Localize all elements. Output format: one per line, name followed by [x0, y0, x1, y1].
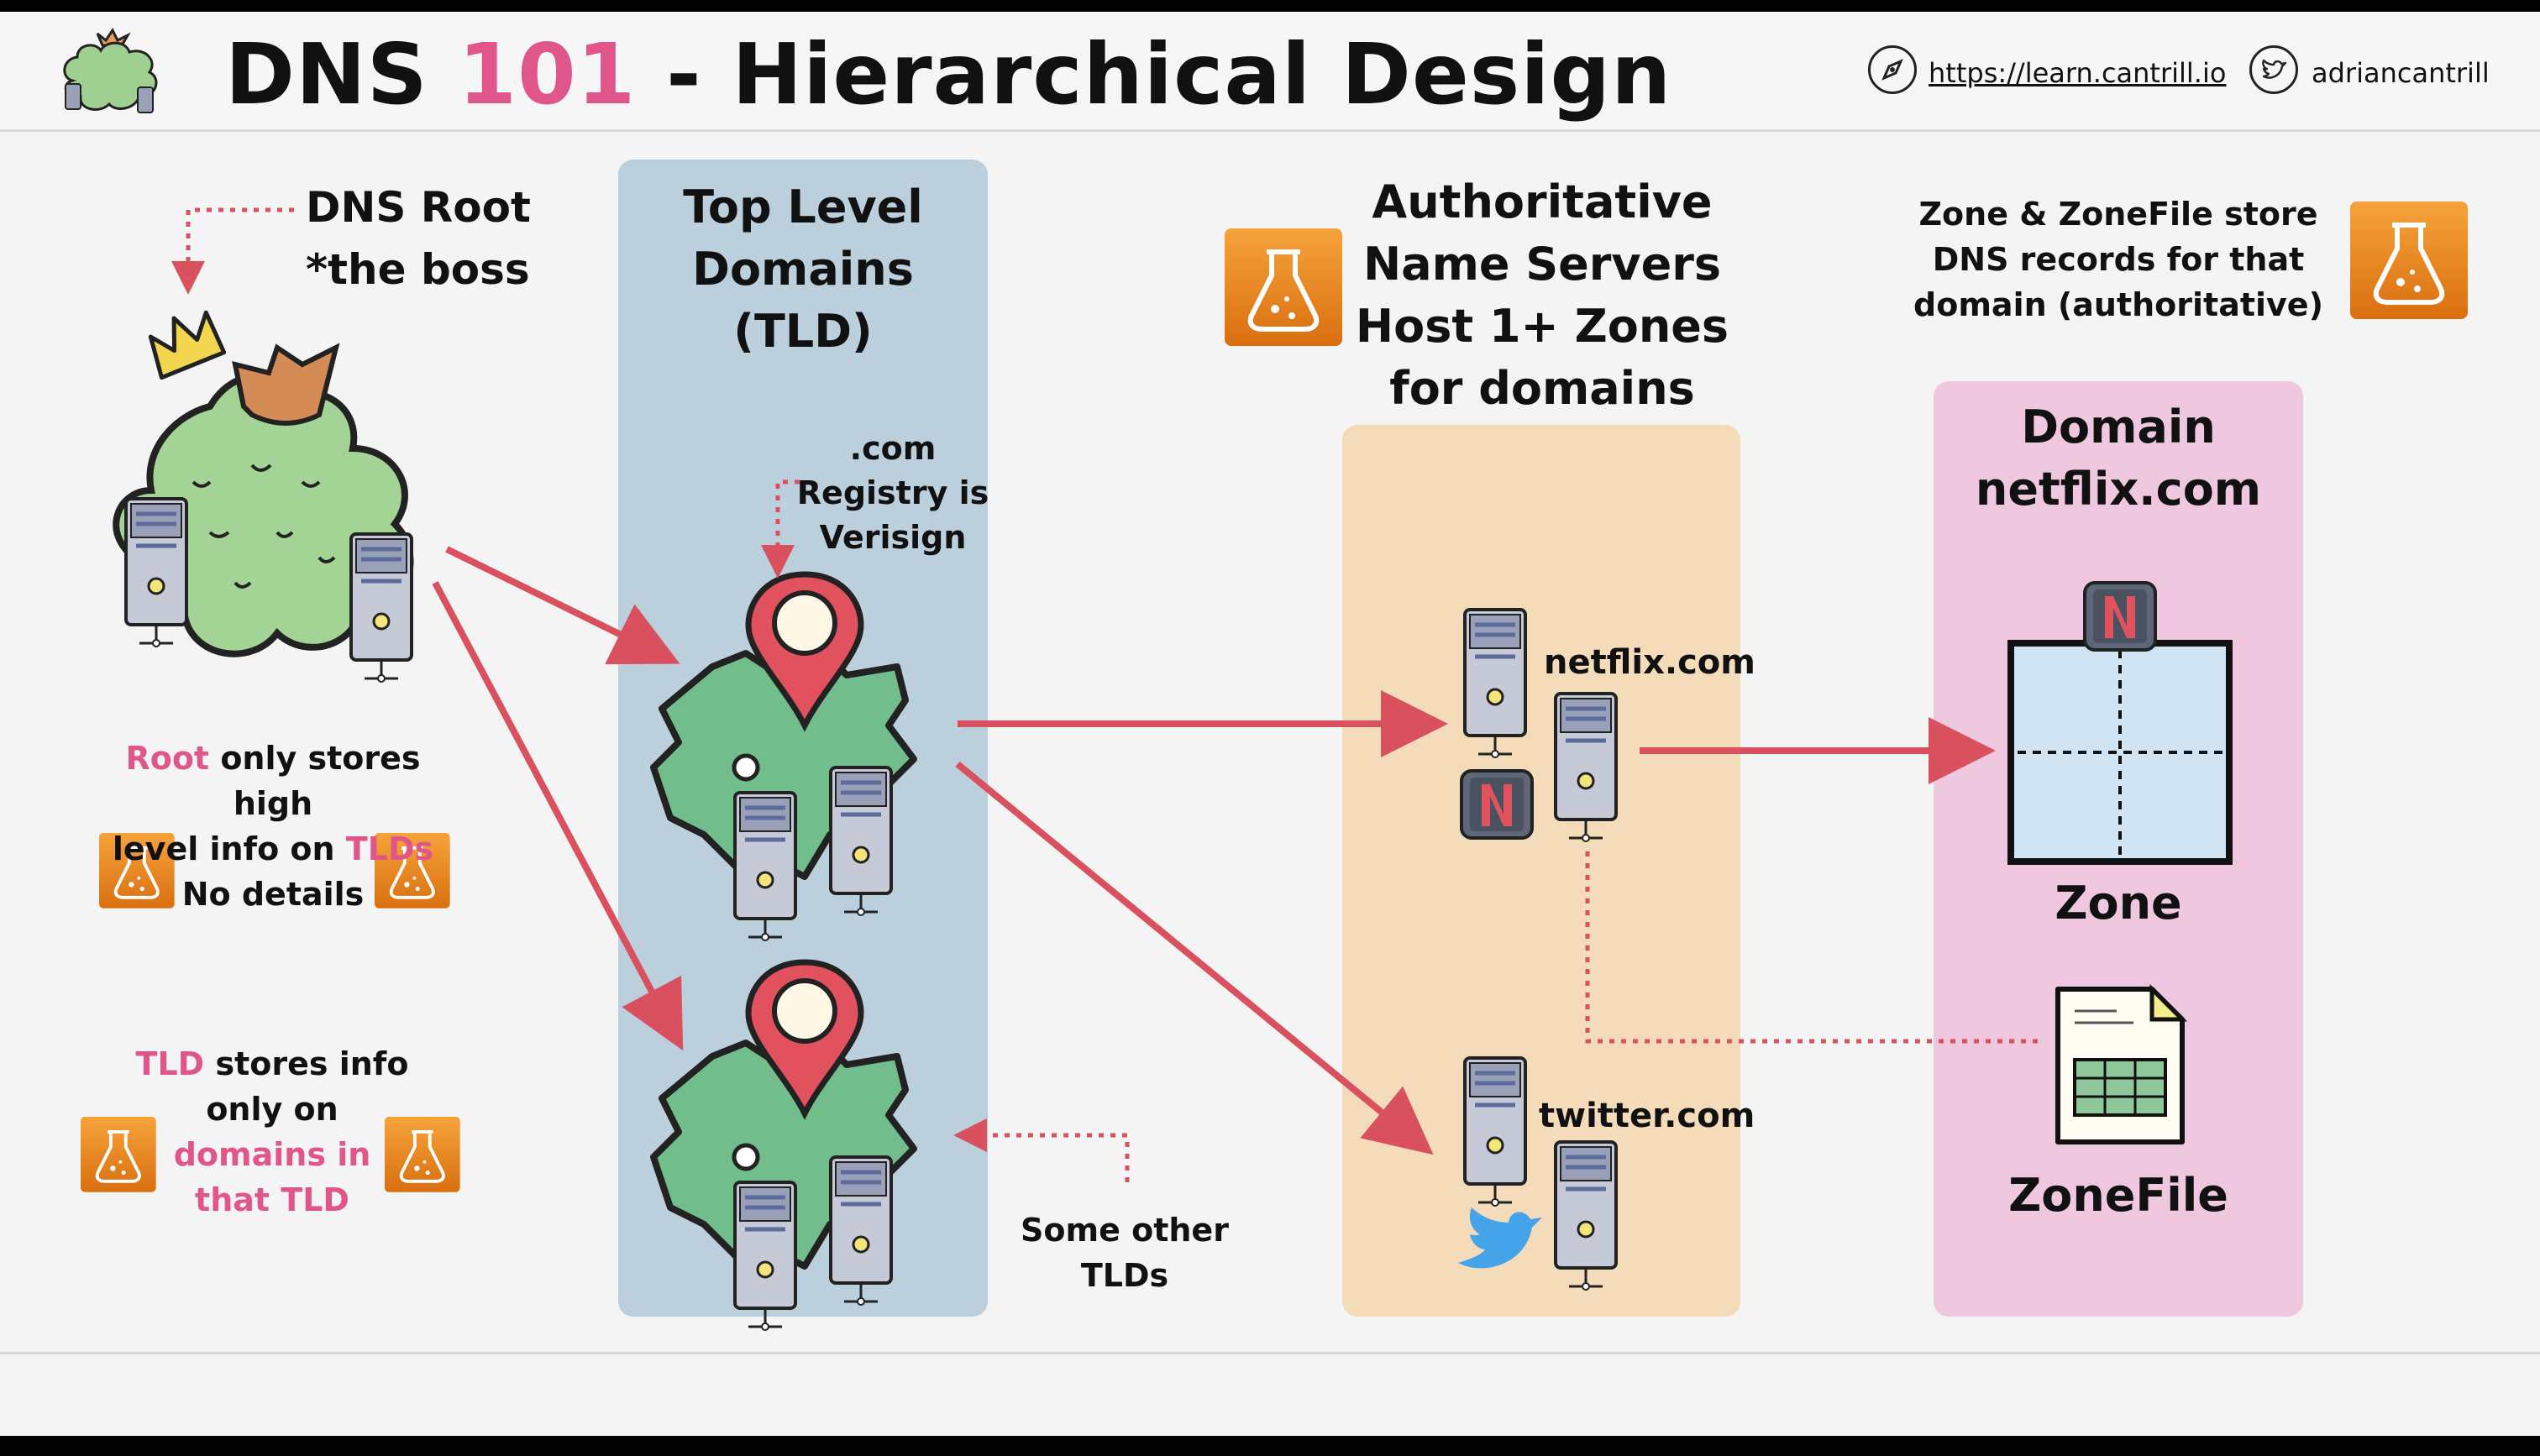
- footer-divider: [0, 1352, 2540, 1354]
- other-tlds-label: Some other TLDs: [1021, 1212, 1229, 1294]
- netflix-ns-label: netflix.com: [1544, 643, 1755, 682]
- root-note: Root only stores high level info on TLDs…: [112, 740, 434, 913]
- twitter-bird-icon: [1458, 1207, 1542, 1269]
- slide: DNS 101 - Hierarchical Design https://le…: [0, 12, 2540, 1436]
- crown-icon: [148, 310, 227, 380]
- lab-flask-icon: [2350, 202, 2468, 319]
- zonefile-label: ZoneFile: [2008, 1169, 2228, 1222]
- tld-note: TLD stores info only on domains in that …: [135, 1045, 409, 1218]
- com-registry-label: .com Registry is Verisign: [796, 430, 989, 556]
- twitter-ns-label: twitter.com: [1539, 1097, 1755, 1135]
- twitter-icon: [2249, 45, 2298, 94]
- auth-column: [1342, 425, 1740, 1317]
- tld-map-other: [653, 962, 914, 1330]
- tld-header: Top Level Domains (TLD): [683, 181, 923, 358]
- root-tree: [113, 310, 412, 682]
- zonefile-icon: [2055, 983, 2188, 1144]
- cantrill-link[interactable]: https://learn.cantrill.io: [1929, 57, 2227, 89]
- header-bar: DNS 101 - Hierarchical Design https://le…: [0, 12, 2540, 132]
- zone-domain-header: Domain netflix.com: [1975, 401, 2262, 516]
- zone-note: Zone & ZoneFile store DNS records for th…: [1913, 196, 2323, 323]
- tld-map-com: [653, 574, 914, 940]
- diagram-artwork: [79, 12, 2540, 1436]
- zone-icon: [2007, 581, 2233, 865]
- zone-label: Zone: [2055, 877, 2182, 930]
- auth-header: Authoritative Name Servers Host 1+ Zones…: [1355, 175, 1729, 415]
- netflix-icon: [1460, 769, 1534, 840]
- root-label: DNS Root *the boss: [306, 183, 531, 294]
- compass-icon: [1868, 45, 1917, 94]
- page-title: DNS 101 - Hierarchical Design: [225, 25, 1672, 123]
- twitter-ns-group: [1458, 1058, 1616, 1290]
- logo-bush-icon: [63, 28, 158, 113]
- twitter-handle[interactable]: adriancantrill: [2312, 57, 2490, 89]
- lab-flask-icon: [1225, 228, 1342, 346]
